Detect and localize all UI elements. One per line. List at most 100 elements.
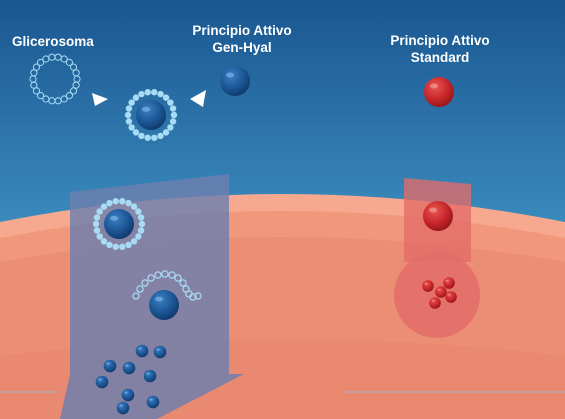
molecule [146,395,160,409]
glicerosoma-dot [125,241,132,249]
glicerosoma-dot [132,129,140,136]
glicerosoma-dot [151,134,158,141]
glicerosoma-dot [72,81,80,89]
molecule [153,345,167,359]
dissolved-standard-particles [422,277,457,309]
released-molecule [149,290,179,320]
glicerosoma-dot [137,227,145,234]
glicerosoma-dot [167,124,174,131]
molecule [121,388,135,402]
glicerosoma-dot [124,111,132,119]
glicerosoma-dot [100,238,108,245]
glicerosoma-dot [65,58,74,66]
glicerosoma-dot [128,124,135,131]
glicerosoma-dot [154,271,162,279]
molecule [103,359,117,373]
glicerosoma-dot [106,241,113,249]
standard-molecule-in-skin [423,201,453,231]
glicerosoma-dot [135,233,142,240]
glicerosoma-dot [132,94,140,101]
glicerosoma-dot [130,203,138,210]
molecule [95,375,109,389]
molecule [435,286,447,298]
glicerosoma-dot [100,203,108,210]
molecule [422,280,434,292]
molecule [143,369,157,383]
molecule [135,344,149,358]
glicerosoma-dot [30,69,38,77]
glicerosoma-dot [36,58,45,66]
glicerosoma-dot [65,92,74,100]
molecule [443,277,455,289]
merge-arrow-right [92,93,108,106]
molecule [104,209,134,239]
glicerosoma-dot [170,111,178,119]
glicerosoma-ring [29,53,81,105]
glicerosoma-dot [137,214,145,221]
glicerosoma-dot [162,94,170,101]
glicerosoma-dot [42,95,50,103]
glicerosoma-dot [119,198,126,205]
glicerosoma-dot [135,208,142,215]
opening-glicerosoma [132,270,202,301]
dispersed-gen-hyal-particles [95,344,167,415]
gen-hyal-molecule [220,66,250,96]
glicerosoma-dot [168,271,176,279]
molecule [116,401,130,415]
molecule [429,297,441,309]
glicerosoma-dot [112,198,119,205]
glicerosoma-dot [138,90,145,98]
glicerosoma-dot [132,292,140,300]
glicerosoma-dot [138,220,146,228]
glicerosoma-dot [125,199,132,207]
glicerosoma-dot [69,63,78,71]
glicerosoma-dot [125,105,133,112]
gen-hyal-label-line2: Gen-Hyal [212,40,272,55]
glicerosoma-dot [93,214,101,221]
glicerosoma-dot [128,99,135,106]
molecule [122,361,136,375]
glicerosoma-dot [169,105,177,112]
glicerosoma-dot [36,92,45,100]
glicerosoma-dot [136,285,144,293]
glicerosoma-dot [141,279,149,287]
glicerosoma-dot [161,270,169,278]
glicerosoma-dot [96,233,103,240]
glicerosoma-dot [169,118,177,125]
glicerosoma-dot [179,279,187,287]
glicerosoma-dot [130,238,138,245]
glicerosoma-dot [144,89,151,96]
glicerosoma-dot [60,55,68,63]
encapsulated-molecule-in-skin [92,198,146,250]
glicerosoma-dot [157,90,164,98]
glicerosoma-dot [32,87,41,95]
standard-label-line2: Standard [410,50,470,65]
glicerosoma-dot [112,243,119,250]
glicerosoma-dot [174,274,182,282]
gen-hyal-label: Principio Attivo Gen-Hyal [186,22,298,56]
glicerosoma-dot [151,89,158,96]
glicerosoma-dot [147,274,155,282]
glicerosoma-dot [96,208,103,215]
glicerosoma-dot [69,87,78,95]
molecule [136,100,166,130]
standard-label-line1: Principio Attivo [390,33,490,48]
glicerosoma-dot [144,134,151,141]
glicerosoma-dot [92,220,100,228]
glicerosoma-label: Glicerosoma [12,33,94,50]
glicerosoma-dot [119,243,126,250]
glicerosoma-dot [157,132,164,140]
glicerosoma-dot [162,129,170,136]
encapsulated-molecule [124,89,178,141]
glicerosoma-dot [189,293,197,301]
molecule [445,291,457,303]
glicerosoma-dot [167,99,174,106]
glicerosoma-dot [138,132,145,140]
merge-arrow-left [190,90,206,107]
gen-hyal-label-line1: Principio Attivo [192,23,292,38]
glicerosoma-dot [125,118,133,125]
standard-molecule [424,77,454,107]
glicerosoma-dot [106,199,113,207]
